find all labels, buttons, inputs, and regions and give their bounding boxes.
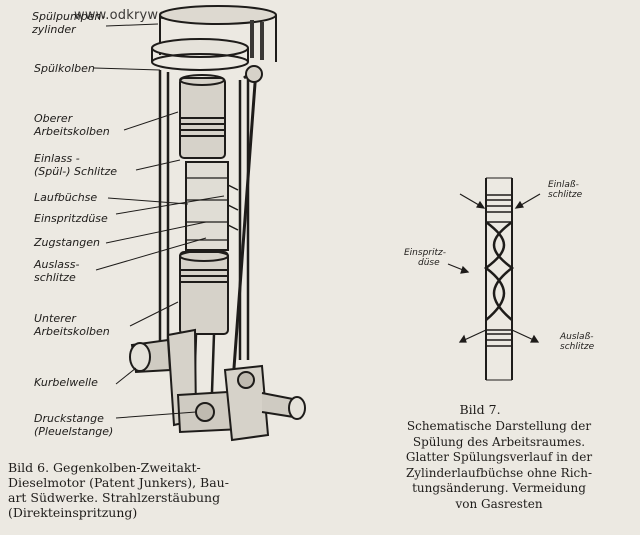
caption-line: tungsänderung. Vermeidung bbox=[412, 481, 586, 495]
label-line: Oberer bbox=[34, 112, 73, 125]
scavenging-schematic bbox=[447, 177, 541, 381]
label-line: Einlass - bbox=[34, 152, 80, 165]
label-line: (Spül-) Schlitze bbox=[34, 165, 118, 178]
watermark: www.odkrywca.pl bbox=[74, 8, 191, 23]
label-line: schlitze bbox=[548, 190, 583, 200]
caption-line: Glatter Spülungsverlauf in der bbox=[405, 450, 593, 464]
caption-line: von Gasresten bbox=[455, 496, 543, 511]
caption-line: Bild 6. Gegenkolben-Zweitakt- bbox=[8, 460, 201, 475]
label-druckstange: Druckstange (Pleuelstange) bbox=[34, 412, 113, 438]
label-line: (Pleuelstange) bbox=[34, 425, 114, 438]
label-oberer-arbeitskolben: Oberer Arbeitskolben bbox=[34, 112, 110, 138]
label-einlass-schlitze: Einlass - (Spül-) Schlitze bbox=[34, 152, 117, 178]
label-zugstangen: Zugstangen bbox=[34, 236, 100, 249]
label-line: Unterer bbox=[34, 312, 76, 325]
label-line: schlitze bbox=[34, 271, 76, 284]
figure7-number: Bild 7. bbox=[459, 402, 501, 417]
label-spuelpumpenzylinder: Spülpumpen- zylinder bbox=[32, 10, 105, 36]
label-auslass-schlitze-fig7: Auslaß- schlitze bbox=[560, 332, 594, 352]
label-line: schlitze bbox=[560, 342, 595, 352]
label-line: Druckstange bbox=[34, 412, 104, 425]
label-line: düse bbox=[418, 258, 440, 268]
label-unterer-arbeitskolben: Unterer Arbeitskolben bbox=[34, 312, 110, 338]
label-line: Einlaß- bbox=[548, 180, 579, 190]
label-kurbelwelle: Kurbelwelle bbox=[34, 376, 98, 389]
label-line: Auslass- bbox=[34, 258, 80, 271]
label-einspritzduese-fig7: Einspritz- düse bbox=[404, 248, 446, 268]
label-spuelkolben: Spülkolben bbox=[34, 62, 95, 75]
caption-line: Schematische Darstellung der bbox=[406, 419, 592, 433]
label-einlass-schlitze-fig7: Einlaß- schlitze bbox=[548, 180, 582, 200]
label-line: Arbeitskolben bbox=[34, 325, 110, 338]
caption-line: Dieselmotor (Patent Junkers), Bau- bbox=[8, 475, 229, 490]
caption-line: Spülung des Arbeitsraumes. bbox=[412, 434, 586, 449]
label-line: Spülpumpen- bbox=[32, 10, 106, 23]
engine-cutaway-drawing bbox=[93, 5, 306, 442]
figure6-caption: Bild 6. Gegenkolben-Zweitakt- Dieselmoto… bbox=[8, 460, 360, 520]
caption-line: art Südwerke. Strahlzerstäubung bbox=[8, 490, 221, 505]
caption-line: (Direkteinspritzung) bbox=[8, 505, 138, 520]
label-line: Arbeitskolben bbox=[34, 125, 110, 138]
label-einspritzduese: Einspritzdüse bbox=[34, 212, 108, 225]
label-line: zylinder bbox=[32, 23, 76, 36]
caption-line: Zylinderlaufbüchse ohne Rich- bbox=[405, 465, 593, 480]
figure7-caption: Schematische Darstellung der Spülung des… bbox=[366, 419, 632, 512]
label-line: Einspritz- bbox=[404, 248, 446, 258]
label-auslass-schlitze: Auslass- schlitze bbox=[34, 258, 79, 284]
label-laufbuechse: Laufbüchse bbox=[34, 191, 98, 204]
label-line: Auslaß- bbox=[560, 332, 594, 342]
